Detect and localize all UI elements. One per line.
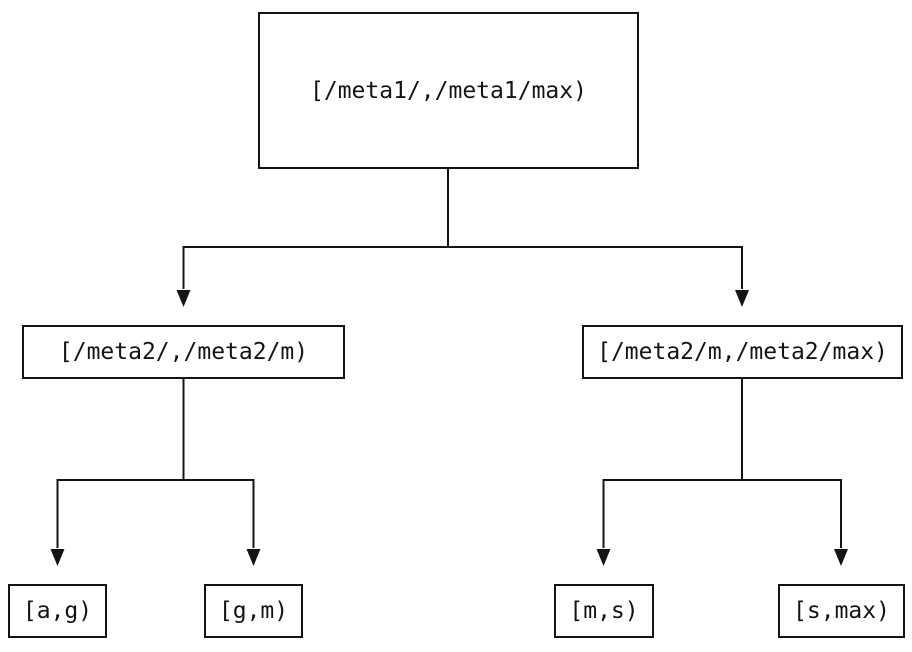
arrowhead-right-mid [735,290,749,307]
node-root-label: [/meta1/,/meta1/max) [310,77,587,104]
arrowhead-leaf-gm [246,549,261,566]
node-right-mid-label: [/meta2/m,/meta2/max) [597,339,888,365]
node-root: [/meta1/,/meta1/max) [258,12,639,169]
arrowhead-leaf-ag [50,549,65,566]
arrowhead-leaf-ms [596,549,611,566]
node-leaf-ms: [m,s) [554,584,654,638]
node-leaf-smax-label: [s,max) [793,598,890,624]
node-leaf-smax: [s,max) [778,584,905,638]
node-leaf-gm: [g,m) [204,584,303,638]
node-leaf-gm-label: [g,m) [218,598,289,624]
node-leaf-ag-label: [a,g) [22,598,93,624]
arrowhead-left-mid [176,290,191,307]
arrowhead-leaf-smax [834,549,848,566]
node-right-mid: [/meta2/m,/meta2/max) [582,325,903,379]
node-left-mid-label: [/meta2/,/meta2/m) [58,339,309,365]
node-left-mid: [/meta2/,/meta2/m) [22,325,345,379]
node-leaf-ms-label: [m,s) [569,598,639,624]
node-leaf-ag: [a,g) [8,584,107,638]
